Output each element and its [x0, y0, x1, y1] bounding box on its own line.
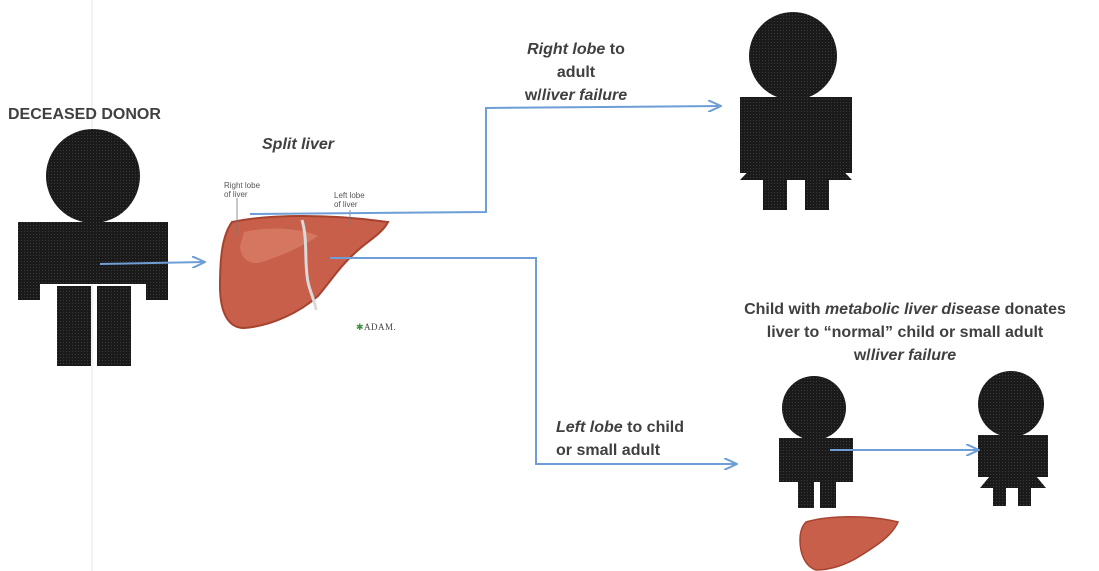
- right-path-label: Right lobe to adult w/liver failure: [496, 38, 656, 107]
- split-liver-title-text: Split liver: [262, 136, 334, 153]
- donor-right-leg: [97, 286, 131, 366]
- domino-line2: liver to “normal” child or small adult: [730, 321, 1080, 344]
- small-recipient-head: [978, 371, 1044, 437]
- adam-credit-text: ADAM.: [364, 322, 396, 332]
- right-lobe-label-line2: of liver: [224, 190, 260, 199]
- domino-liver-illustration: [800, 517, 898, 570]
- split-liver-title: Split liver: [262, 133, 334, 156]
- adult-right-arm: [832, 97, 852, 173]
- donor-right-arm: [146, 222, 168, 300]
- right-path-line3: w/liver failure: [496, 84, 656, 107]
- domino-line1: Child with metabolic liver disease donat…: [730, 298, 1080, 321]
- small-recipient-right-arm: [1035, 435, 1048, 477]
- adam-star-icon: ✱: [356, 322, 364, 332]
- donor-torso: [38, 222, 146, 284]
- adult-left-leg: [763, 180, 787, 210]
- right-path-line1-italic: Right lobe: [527, 41, 605, 58]
- child-head: [782, 376, 846, 440]
- domino-line3-italic: liver failure: [871, 347, 956, 364]
- left-path-line1: Left lobe to child: [556, 416, 684, 439]
- right-lobe-label-line1: Right lobe: [224, 181, 260, 190]
- adult-recipient-figure: [740, 12, 852, 210]
- right-path-line1: Right lobe to: [496, 38, 656, 61]
- donor-figure: [18, 129, 168, 366]
- domino-child-figure: [779, 376, 853, 508]
- child-right-leg: [820, 460, 836, 508]
- donor-title: DECEASED DONOR: [8, 103, 161, 126]
- small-recipient-right-leg: [1018, 488, 1031, 506]
- child-left-arm: [779, 438, 793, 482]
- child-right-arm: [839, 438, 853, 482]
- left-lobe-label-line1: Left lobe: [334, 191, 365, 200]
- left-path-line1-italic: Left lobe: [556, 419, 623, 436]
- left-path-label: Left lobe to child or small adult: [556, 416, 684, 462]
- right-path-line3-prefix: w/: [525, 87, 542, 104]
- domino-line1-rest: donates: [1000, 301, 1066, 318]
- right-lobe-arrow: [250, 106, 720, 214]
- right-lobe-label: Right lobe of liver: [224, 181, 260, 199]
- right-path-line2: adult: [496, 61, 656, 84]
- domino-line1-italic: metabolic liver disease: [825, 301, 1000, 318]
- right-path-line1-rest: to: [605, 41, 625, 58]
- donor-head: [46, 129, 140, 223]
- left-lobe-label: Left lobe of liver: [334, 191, 365, 209]
- left-path-line2: or small adult: [556, 439, 684, 462]
- donor-left-arm: [18, 222, 40, 300]
- small-recipient-torso: [991, 435, 1035, 475]
- domino-label: Child with metabolic liver disease donat…: [730, 298, 1080, 367]
- left-path-line1-rest: to child: [623, 419, 684, 436]
- adult-head: [749, 12, 837, 100]
- adult-torso: [760, 97, 832, 159]
- small-recipient-figure: [978, 371, 1048, 506]
- domino-line1-prefix: Child with: [744, 301, 825, 318]
- left-lobe-label-line2: of liver: [334, 200, 365, 209]
- adult-left-arm: [740, 97, 760, 173]
- donor-left-leg: [57, 286, 91, 366]
- domino-line3: w/liver failure: [730, 344, 1080, 367]
- right-path-line3-italic: liver failure: [542, 87, 627, 104]
- liver-illustration: [220, 198, 388, 328]
- child-left-leg: [798, 460, 814, 508]
- small-recipient-left-arm: [978, 435, 991, 477]
- domino-line3-prefix: w/: [854, 347, 871, 364]
- small-recipient-left-leg: [993, 488, 1006, 506]
- adult-right-leg: [805, 180, 829, 210]
- adam-credit: ✱ADAM.: [356, 322, 396, 333]
